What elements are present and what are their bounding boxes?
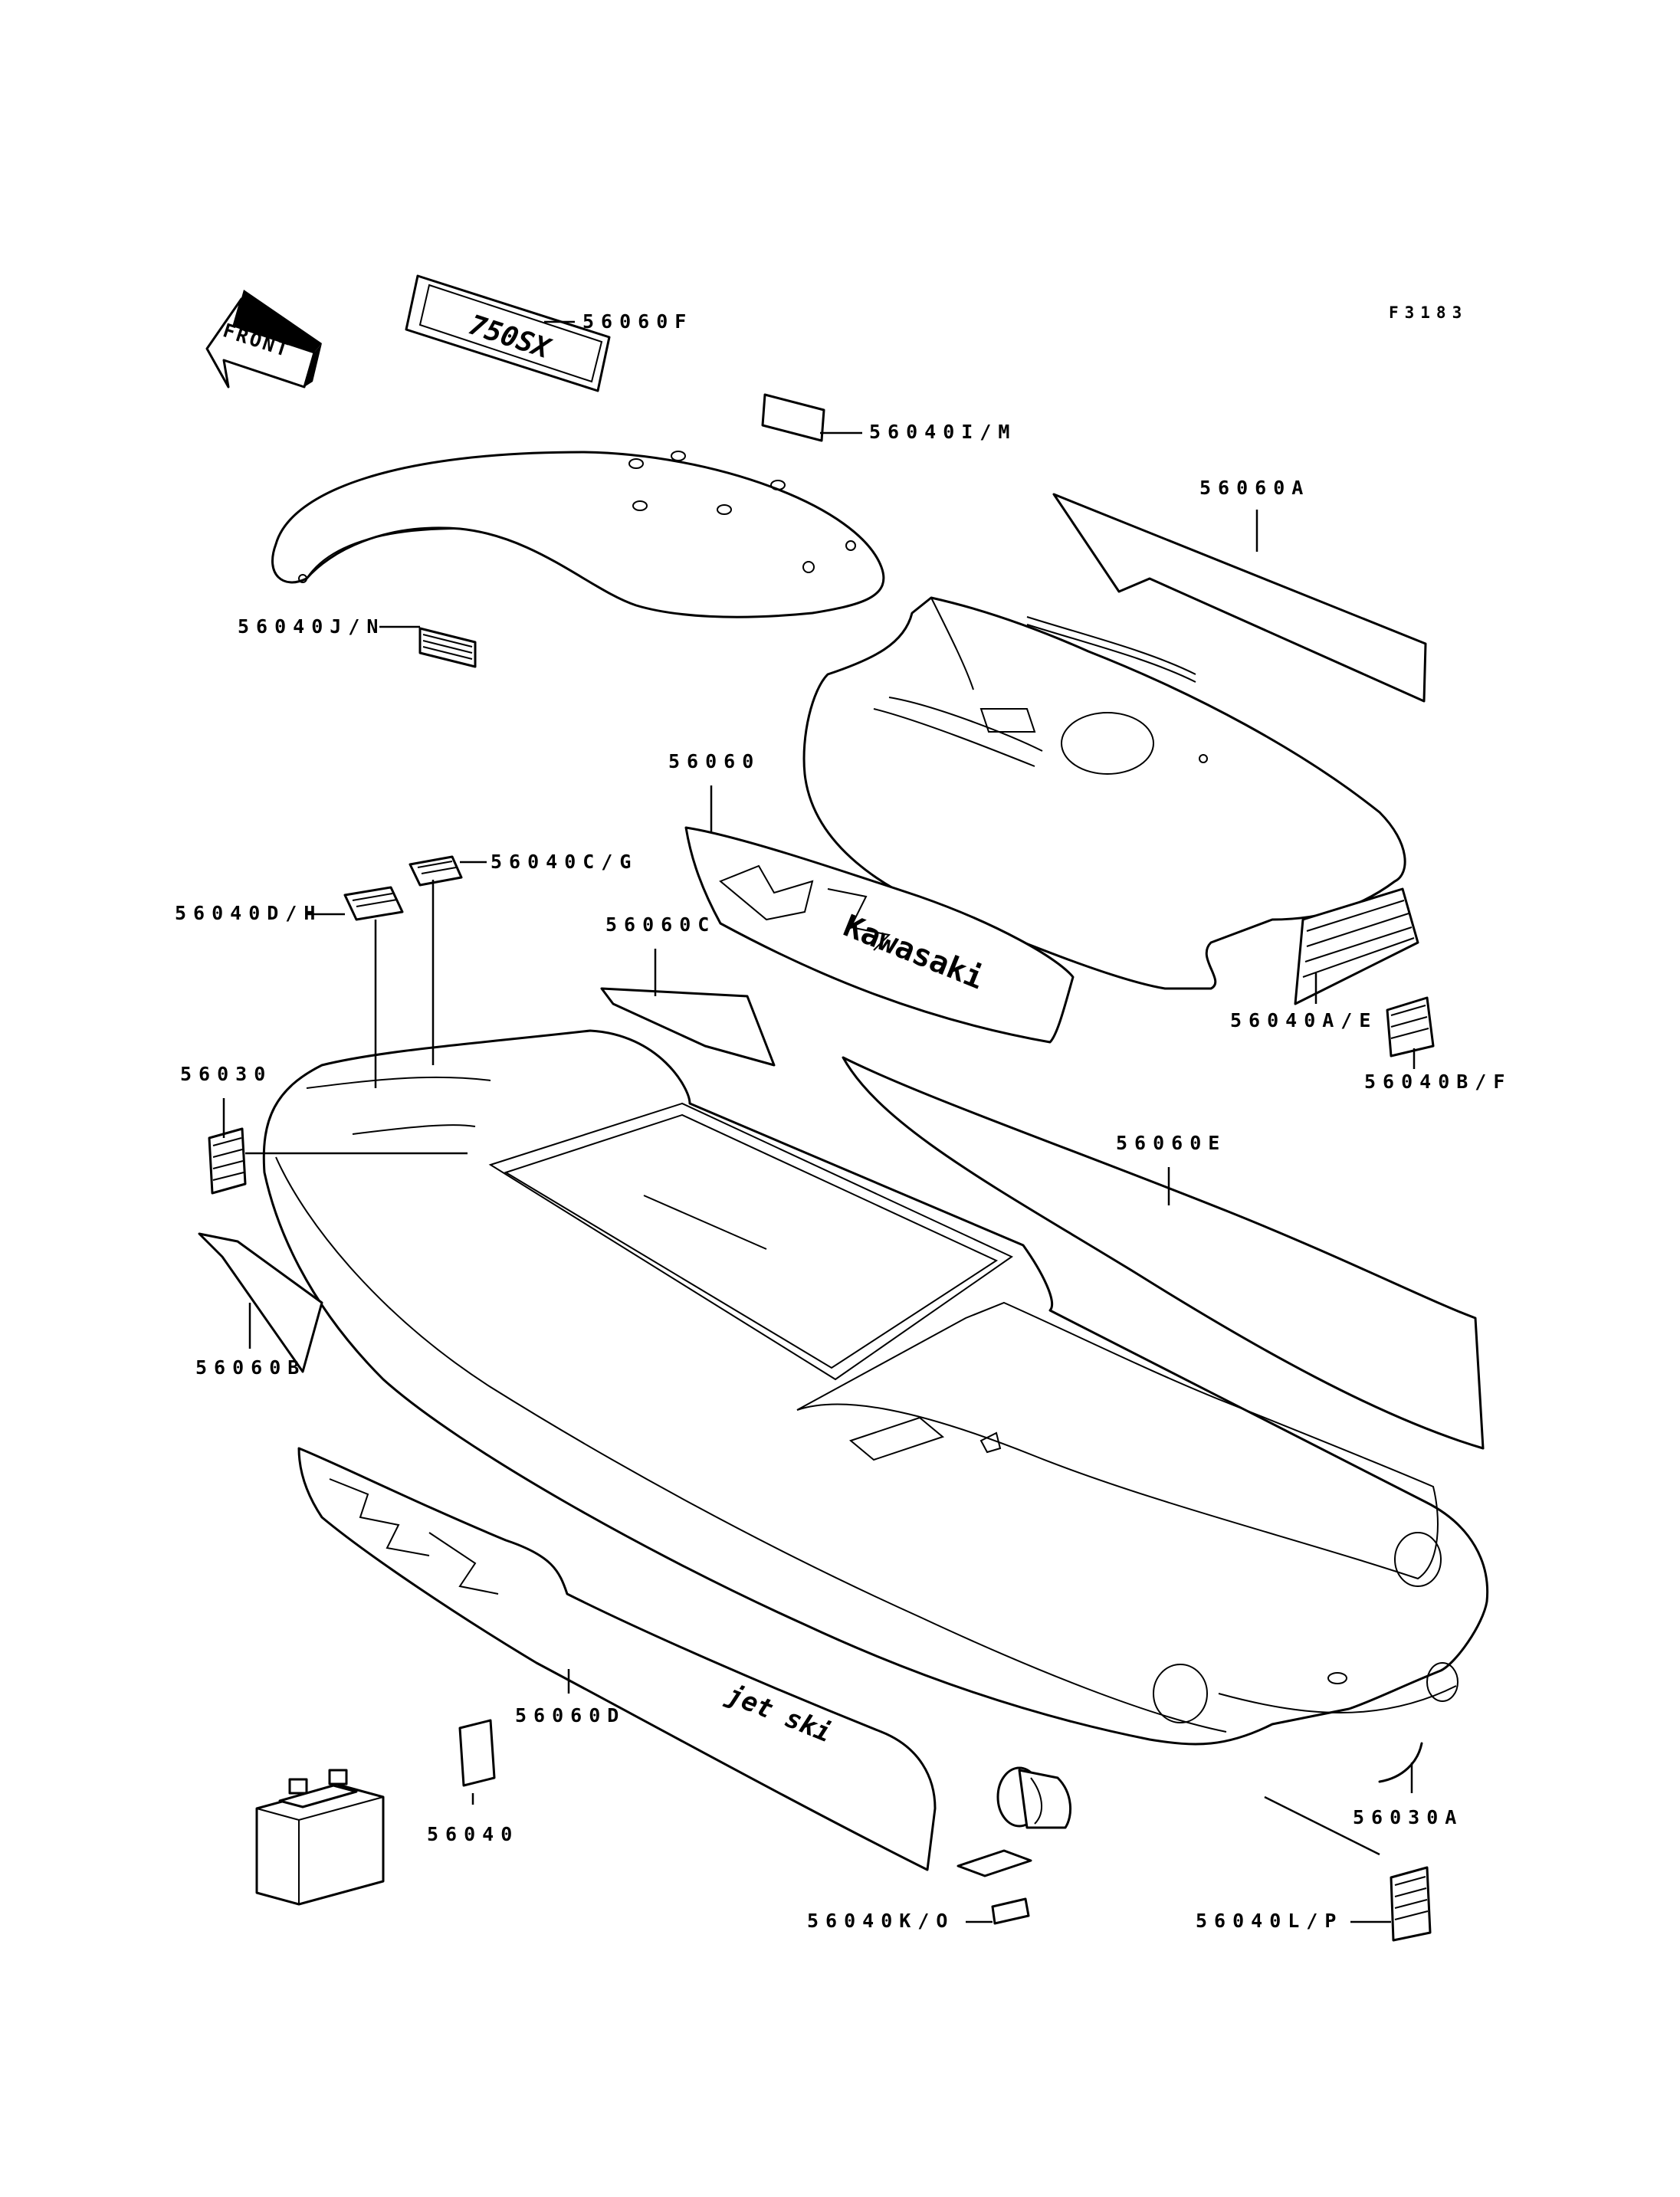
label-56040bf-part (1386, 996, 1435, 1058)
decal-56060c (600, 987, 776, 1067)
label-56040bf: 56040B/F (1364, 1071, 1511, 1093)
hull-part (262, 1029, 1489, 1746)
intake-cap-part (956, 1766, 1072, 1877)
decal-56060b (198, 1232, 323, 1373)
label-56040ae: 56040A/E (1230, 1009, 1377, 1031)
handle-pole-part (271, 451, 885, 618)
label-56040-part (458, 1719, 496, 1787)
front-arrow-icon: FRONT (205, 290, 322, 389)
label-56060a: 56060A (1199, 477, 1310, 499)
clip-56030a-part (1378, 1742, 1423, 1783)
label-56060b: 56060B (195, 1356, 306, 1379)
label-56040: 56040 (427, 1823, 519, 1845)
engine-hood-part (802, 596, 1406, 990)
label-56040cg-part (409, 855, 463, 887)
label-56030-part (208, 1127, 247, 1195)
label-56040im-part (761, 393, 825, 442)
decal-56060f: 750SX (405, 274, 611, 392)
decal-56060e (842, 1056, 1485, 1450)
decal-56060a (1052, 493, 1427, 703)
part-labels: 56060F 56040I/M 56060A 56040J/N 56060 56… (175, 310, 1511, 1932)
label-56040ko: 56040K/O (807, 1910, 954, 1932)
label-56030a: 56030A (1353, 1806, 1463, 1828)
label-56060e: 56060E (1116, 1132, 1226, 1154)
label-56040dh: 56040D/H (175, 902, 322, 924)
decal-56060d: jet ski (297, 1447, 937, 1871)
label-56060f: 56060F (582, 310, 693, 333)
label-56040lp-part (1390, 1866, 1432, 1942)
label-56040ko-part (991, 1897, 1030, 1925)
label-56060d: 56060D (515, 1704, 625, 1726)
label-56040im: 56040I/M (869, 421, 1016, 443)
label-56030: 56030 (180, 1063, 272, 1085)
label-56040ae-part (1294, 887, 1419, 1005)
decal-56060-kawasaki: Kawasaki (684, 826, 1075, 1044)
label-56040lp: 56040L/P (1196, 1910, 1343, 1932)
leader-lines (222, 320, 1416, 1923)
label-56040jn-part (418, 627, 477, 668)
label-56060: 56060 (668, 750, 760, 772)
label-56040jn: 56040J/N (238, 615, 385, 638)
label-56040cg: 56040C/G (491, 851, 638, 873)
figure-code: F3183 (1389, 303, 1468, 322)
label-56040dh-part (343, 886, 404, 921)
battery-part (255, 1769, 385, 1906)
label-56060c: 56060C (605, 913, 716, 936)
